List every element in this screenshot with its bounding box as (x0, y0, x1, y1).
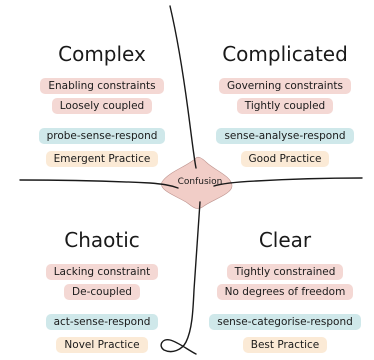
coupling-text: Tightly coupled (236, 98, 334, 114)
coupling-text: Loosely coupled (51, 98, 153, 114)
confusion-label: Confusion (177, 177, 223, 187)
domain-clear: Clear Tightly constrained No degrees of … (205, 228, 365, 353)
response-text: probe-sense-respond (38, 128, 166, 144)
boundary-left (19, 179, 179, 189)
domain-title: Clear (258, 228, 312, 252)
response-text: sense-analyse-respond (216, 128, 354, 144)
boundary-bottom (160, 201, 201, 355)
domain-complicated: Complicated Governing constraints Tightl… (205, 42, 365, 167)
coupling-text: No degrees of freedom (216, 284, 354, 300)
response-text: sense-categorise-respond (209, 314, 361, 330)
domain-title: Chaotic (64, 228, 140, 252)
domain-chaotic: Chaotic Lacking constraint De-coupled ac… (22, 228, 182, 353)
boundary-top (169, 5, 197, 169)
domain-complex: Complex Enabling constraints Loosely cou… (22, 42, 182, 167)
practice-text: Emergent Practice (45, 151, 159, 167)
practice-text: Good Practice (240, 151, 330, 167)
confusion-area (161, 156, 233, 209)
constraint-text: Governing constraints (219, 78, 351, 94)
constraint-text: Enabling constraints (40, 78, 164, 94)
domain-title: Complicated (222, 42, 348, 66)
constraint-text: Lacking constraint (45, 264, 159, 280)
constraint-text: Tightly constrained (226, 264, 344, 280)
boundary-right (213, 177, 363, 187)
practice-text: Novel Practice (56, 337, 148, 353)
response-text: act-sense-respond (45, 314, 159, 330)
practice-text: Best Practice (242, 337, 328, 353)
coupling-text: De-coupled (64, 284, 140, 300)
domain-title: Complex (58, 42, 146, 66)
